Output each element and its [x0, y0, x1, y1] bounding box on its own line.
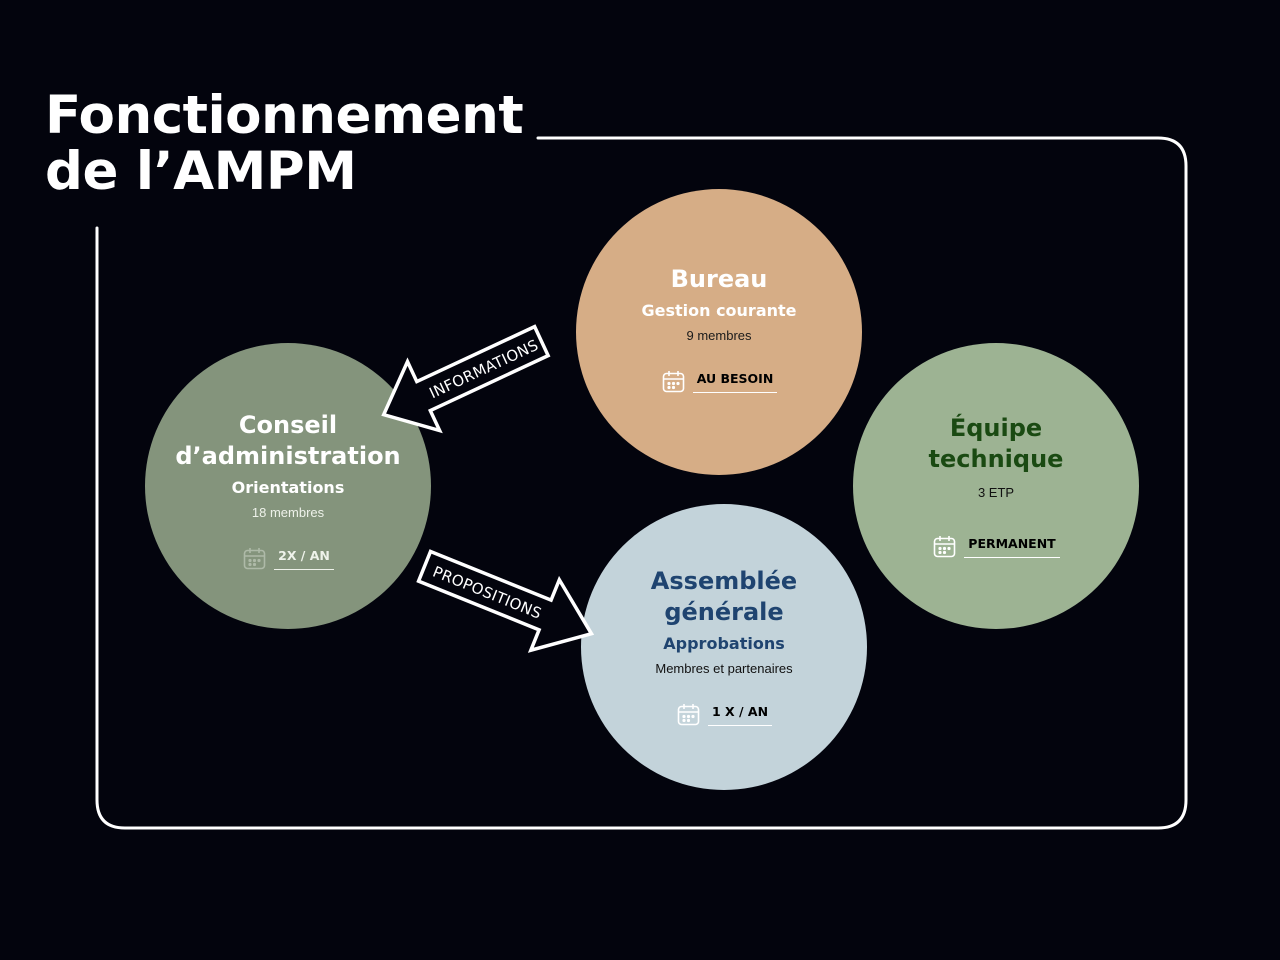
conseil-members: 18 membres [251, 505, 325, 520]
calendar-icon [243, 548, 266, 570]
conseil-frequency-label: 2X / AN [274, 548, 334, 570]
bureau-circle: Bureau Gestion courante 9 membres AU BES… [576, 189, 862, 475]
page-title-line-2: de l’AMPM [45, 141, 357, 202]
equipe-title: Équipe technique [929, 413, 1064, 475]
equipe-frequency: PERMANENT [932, 534, 1060, 560]
conseil-frequency: 2X / AN [242, 546, 334, 572]
conseil-administration-circle: Conseil d’administration Orientations 18… [145, 343, 431, 629]
conseil-title-line-2: d’administration [175, 442, 401, 470]
informations-arrow: INFORMATIONS [381, 324, 551, 434]
calendar-icon [662, 370, 684, 392]
propositions-arrow: PROPOSITIONS [416, 549, 595, 653]
assemblee-frequency: 1 X / AN [676, 702, 773, 728]
bureau-frequency: AU BESOIN [661, 369, 778, 395]
equipe-title-line-2: technique [928, 444, 1064, 473]
bureau-members: 9 membres [686, 327, 752, 343]
page-title-line-1: Fonctionnement [45, 85, 524, 146]
equipe-technique-circle: Équipe technique 3 ETP PERMANENT [853, 343, 1139, 629]
bureau-title: Bureau [670, 264, 768, 293]
calendar-icon [677, 704, 700, 726]
conseil-title: Conseil d’administration [175, 410, 400, 472]
assemblee-title-line-1: Assemblée [650, 567, 798, 595]
bureau-frequency-label: AU BESOIN [692, 371, 778, 393]
calendar-icon [933, 535, 956, 557]
assemblee-role: Approbations [663, 634, 785, 653]
page-title: Fonctionnement de l’AMPM [45, 85, 524, 202]
bureau-role: Gestion courante [641, 300, 797, 320]
assemblee-title-line-2: générale [664, 598, 784, 626]
assemblee-members: Membres et partenaires [655, 661, 793, 676]
assemblee-title: Assemblée générale [651, 566, 797, 628]
assemblee-frequency-label: 1 X / AN [707, 704, 773, 726]
equipe-members: 3 ETP [977, 484, 1015, 500]
equipe-frequency-label: PERMANENT [964, 536, 1060, 558]
conseil-role: Orientations [231, 478, 345, 497]
equipe-title-line-1: Équipe [949, 413, 1043, 442]
conseil-title-line-1: Conseil [238, 411, 338, 439]
assemblee-generale-circle: Assemblée générale Approbations Membres … [581, 504, 867, 790]
